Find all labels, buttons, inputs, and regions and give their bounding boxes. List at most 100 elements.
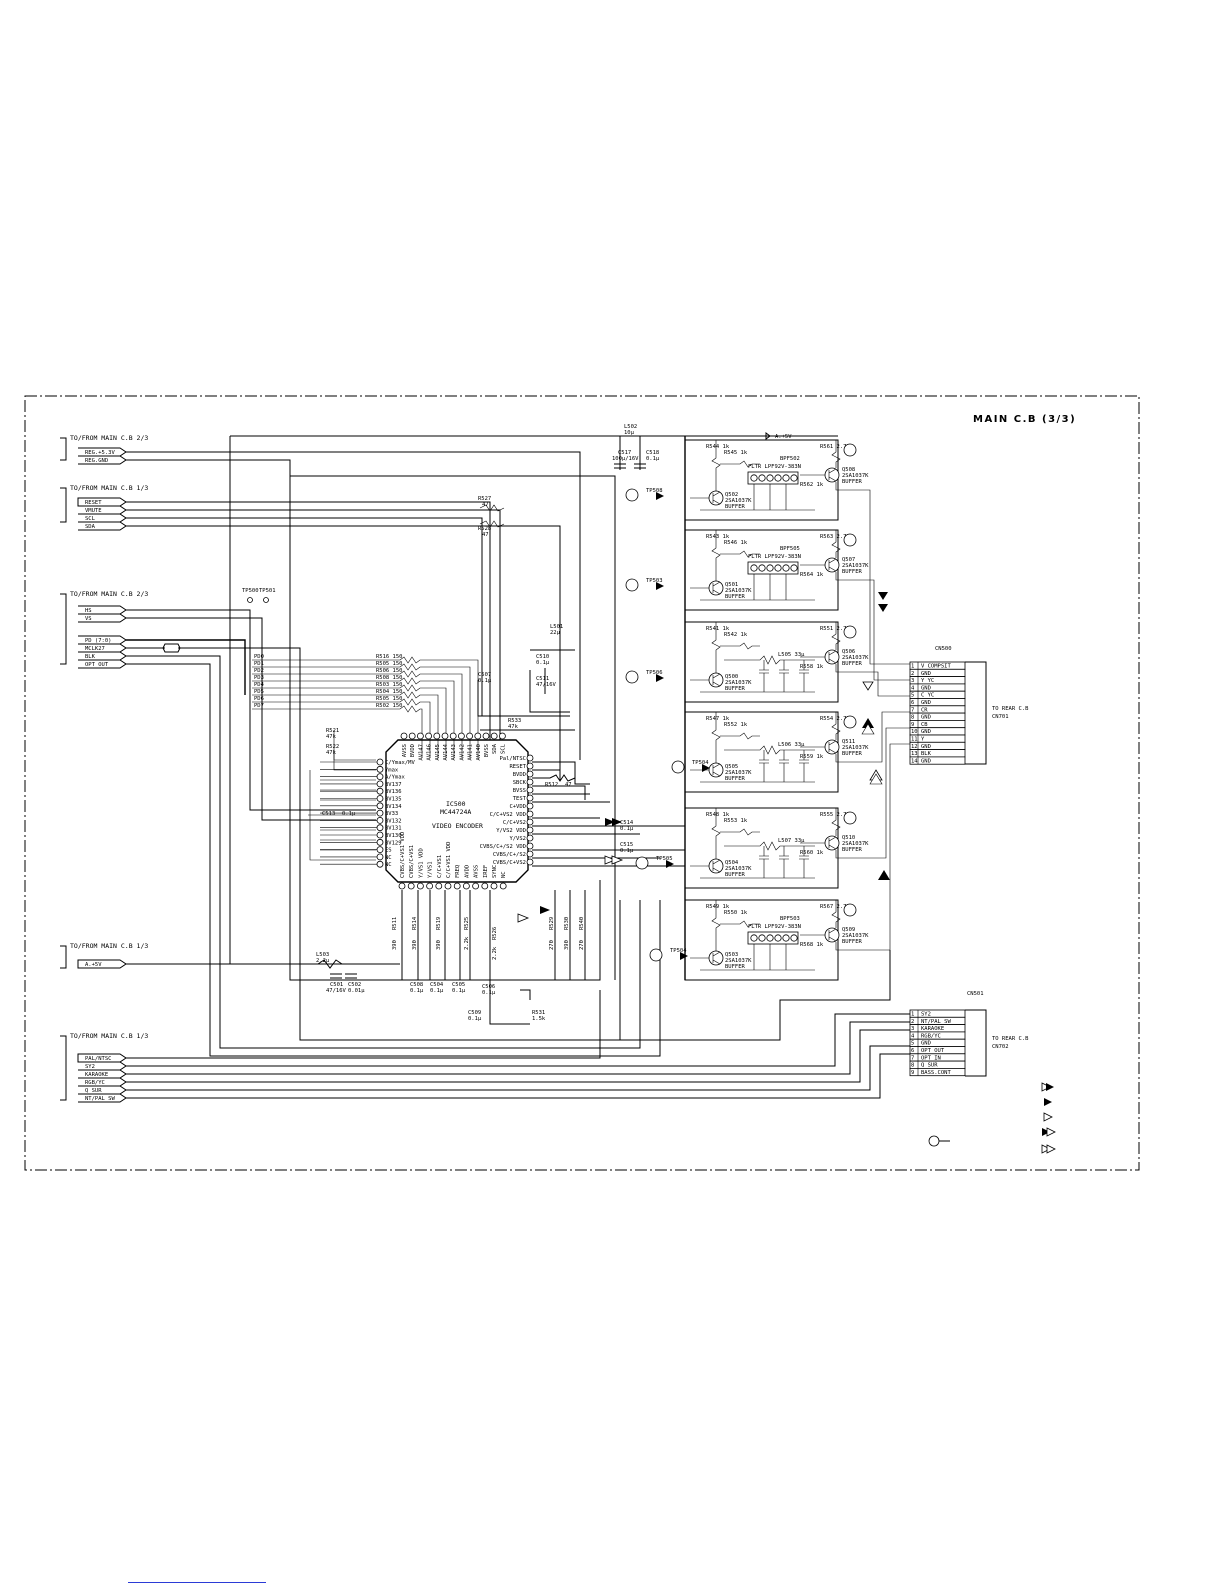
cn500-pin-label: C YC <box>921 693 934 699</box>
cn500-pin-number: 8 <box>911 715 914 721</box>
c517-value: 100µ/16V <box>612 456 639 462</box>
ic-pin <box>426 882 434 890</box>
ic-pin <box>435 882 443 890</box>
ic-pin-label: C/C+VS2 <box>503 820 526 826</box>
cn500-destination: TO REAR C.B <box>992 706 1029 712</box>
r529-label: R529 <box>549 917 555 930</box>
ic-pin-label: BV131 <box>385 826 402 832</box>
ic-pin-label: SYNC <box>492 865 498 878</box>
r531-value: 1.5k <box>532 1016 546 1022</box>
c506-label: C506 <box>482 984 495 990</box>
ic-part: MC44724A <box>440 808 471 816</box>
c515-label: C515 <box>620 842 633 848</box>
q-in-ref: Q501 <box>725 582 738 588</box>
r528-value: 47 <box>482 532 489 538</box>
q-out-ref: Q507 <box>842 557 855 563</box>
c506-value: 0.1µ <box>482 990 496 996</box>
ic-pin <box>416 882 424 890</box>
cn500-pin-number: 14 <box>911 758 918 764</box>
cn500-dest-ref: CN701 <box>992 714 1009 720</box>
ic-pin <box>376 838 384 846</box>
l503-value: 2.2µ <box>316 958 330 964</box>
ic-pin <box>526 842 534 850</box>
group-label: TO/FROM MAIN C.B 2/3 <box>70 590 148 598</box>
ic-pin-label: SBCK <box>513 780 527 786</box>
c511-value: 47/16V <box>536 682 557 688</box>
cn500-pin-label: Y YC <box>921 678 934 684</box>
tp-label: TP504 <box>670 948 687 954</box>
r-out-label: R561 2.7k <box>820 444 850 450</box>
ic-pin-label: TEST <box>513 796 527 802</box>
r-in-label: R553 1k <box>724 818 748 824</box>
test-point-circle <box>625 578 639 592</box>
r-in-label: R549 1k <box>706 904 730 910</box>
tp-label: TP506 <box>646 670 663 676</box>
q-in-part: 2SA1037K <box>725 498 752 504</box>
r531-label: R531 <box>532 1010 545 1016</box>
r512-label: R512 <box>545 782 558 788</box>
pd-line-label: PD7 <box>254 703 264 709</box>
pd-line-label: PD2 <box>254 668 264 674</box>
signal-label: RESET <box>85 500 102 506</box>
ic-bottom-resistors: R511 390 R514 390 R519 390 R525 2.2k R52… <box>392 890 586 1025</box>
q-in-func: BUFFER <box>725 872 746 878</box>
ic-pin-label: CVBS/C+VS2 <box>493 860 526 866</box>
connector-group-video: TO/FROM MAIN C.B 2/3 HS VS PD (7:0) MCLK… <box>60 590 148 669</box>
c509-value: 0.1µ <box>468 1016 482 1022</box>
cn500-pin-label: V COMPSIT <box>921 664 951 670</box>
q-out-ref: Q508 <box>842 467 855 473</box>
r540-value: 270 <box>579 940 585 950</box>
c514-label: C514 <box>620 820 634 826</box>
ic-pin-label: IREF <box>483 865 489 878</box>
ic-pin-label: BVDD <box>410 744 416 757</box>
cn500-pin-label: GND <box>921 715 931 721</box>
group-label: TO/FROM MAIN C.B 2/3 <box>70 434 148 442</box>
transistor-symbol <box>824 557 840 573</box>
signal-label: REG.GND <box>85 458 108 464</box>
c509-label: C509 <box>468 1010 481 1016</box>
q-out-func: BUFFER <box>842 939 863 945</box>
ic-pin <box>481 882 489 890</box>
ic-pin-label: Y/VS1 <box>428 861 434 878</box>
ic-pin <box>462 882 470 890</box>
c504-label: C504 <box>430 982 444 988</box>
signal-label: REG.+5.3V <box>85 450 115 456</box>
ic-pin <box>526 858 534 866</box>
l501-value: 22µ <box>550 630 561 636</box>
cn500-pin-number: 1 <box>911 664 914 670</box>
filter-label: FLTR LPF92V-383N <box>748 924 801 930</box>
q-in-part: 2SA1037K <box>725 770 752 776</box>
signal-label: SCL <box>85 516 96 522</box>
board-frame <box>24 395 1140 1171</box>
r-out-label: R554 2.7k <box>820 716 850 722</box>
q-out-func: BUFFER <box>842 569 863 575</box>
q-out-ref: Q510 <box>842 835 855 841</box>
cn500-pin-number: 7 <box>911 707 914 713</box>
ic-pin-label: C/C+VS2 VDD <box>490 812 526 818</box>
transistor-symbol <box>708 950 724 966</box>
cn500-pin-label: GND <box>921 671 931 677</box>
q-out-ref: Q509 <box>842 927 855 933</box>
signal-arrows <box>517 818 624 923</box>
page-link-underline[interactable] <box>128 1582 266 1583</box>
r528-label: R528 <box>478 526 491 532</box>
cn501-pin-number: 1 <box>911 1012 914 1018</box>
cn501-pin-number: 5 <box>911 1041 914 1047</box>
a5v-label: A.+5V <box>775 434 792 440</box>
ic-pin <box>376 831 384 839</box>
ic-pin <box>376 860 384 868</box>
c508-value: 0.1µ <box>410 988 424 994</box>
output-test-point <box>843 903 857 917</box>
signal-label: A.+5V <box>85 962 102 968</box>
filter-label: FLTR LPF92V-383N <box>748 464 801 470</box>
ic-pin-label: BVDD <box>513 772 526 778</box>
output-arrows <box>861 592 890 880</box>
ic-pin <box>526 786 534 794</box>
filter-label: FLTR LPF92V-383N <box>748 554 801 560</box>
pd-resistor-label: R502 150 <box>376 703 403 709</box>
ic-pin-label: AVSS <box>474 865 480 878</box>
c515-value: 0.1µ <box>620 848 634 854</box>
